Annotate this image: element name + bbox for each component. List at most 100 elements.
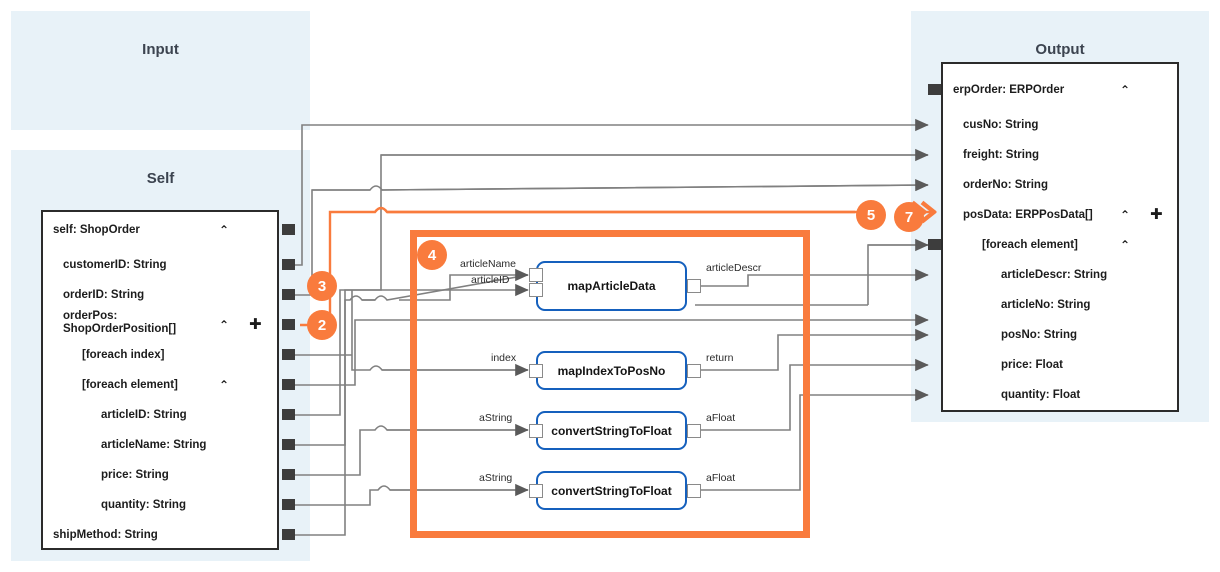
output-port-erporder[interactable] — [928, 84, 941, 95]
tree-row-label: articleDescr: String — [1001, 268, 1108, 281]
tree-row-self-2[interactable]: orderID: String — [41, 280, 279, 310]
tree-row-label: orderPos: ShopOrderPosition[] — [63, 310, 177, 335]
tree-row-label: self: ShopOrder — [53, 223, 140, 236]
pin-label-articledescr: articleDescr — [706, 262, 762, 274]
tree-row-label: orderID: String — [63, 288, 145, 301]
function-name: mapArticleData — [567, 279, 656, 293]
tree-row-output-8[interactable]: posNo: String — [941, 320, 1179, 350]
chevron-up-icon[interactable]: ⌃ — [1120, 238, 1131, 252]
self-port-root[interactable] — [282, 224, 295, 235]
tree-row-label: freight: String — [963, 148, 1040, 161]
tree-row-label: price: Float — [1001, 358, 1063, 371]
chevron-up-icon[interactable]: ⌃ — [219, 223, 230, 237]
tree-row-label: orderNo: String — [963, 178, 1048, 191]
tree-row-label: articleID: String — [101, 408, 187, 421]
function-name: mapIndexToPosNo — [557, 363, 666, 378]
self-port-articlename[interactable] — [282, 439, 295, 450]
pin-label-afloat: aFloat — [706, 472, 736, 484]
tree-row-self-5[interactable]: [foreach element] — [41, 370, 279, 400]
step-badge-3[interactable]: 3 — [307, 271, 337, 301]
tree-row-output-7[interactable]: articleNo: String — [941, 290, 1179, 320]
function-box-convertstringtofloat-2[interactable]: convertStringToFloat — [536, 471, 687, 510]
chevron-up-icon[interactable]: ⌃ — [1120, 83, 1131, 97]
self-port-customerid[interactable] — [282, 259, 295, 270]
foreach-group-box — [410, 230, 810, 538]
self-port-price[interactable] — [282, 469, 295, 480]
input-panel-title: Input — [142, 41, 179, 58]
tree-row-self-10[interactable]: shipMethod: String — [41, 520, 279, 550]
tree-row-output-9[interactable]: price: Float — [941, 350, 1179, 380]
tree-row-self-3[interactable]: orderPos: ShopOrderPosition[] — [41, 303, 279, 343]
tree-row-self-6[interactable]: articleID: String — [41, 400, 279, 430]
tree-row-label: shipMethod: String — [53, 528, 158, 541]
tree-row-label: articleName: String — [101, 438, 207, 451]
tree-row-output-10[interactable]: quantity: Float — [941, 380, 1179, 410]
function-box-mapindextoposno[interactable]: mapIndexToPosNo — [536, 351, 687, 390]
self-tree-box — [41, 210, 279, 550]
add-icon[interactable]: ✚ — [1150, 206, 1163, 223]
self-port-shipmethod[interactable] — [282, 529, 295, 540]
tree-row-self-9[interactable]: quantity: String — [41, 490, 279, 520]
self-port-foreach-element[interactable] — [282, 379, 295, 390]
tree-row-output-1[interactable]: cusNo: String — [941, 110, 1179, 140]
pin-label-afloat: aFloat — [706, 412, 736, 424]
tree-row-output-4[interactable]: posData: ERPPosData[] — [941, 200, 1179, 230]
function-output-pin[interactable] — [687, 364, 701, 378]
output-port-foreach-element[interactable] — [928, 239, 941, 250]
self-port-orderpos[interactable] — [282, 319, 295, 330]
self-port-foreach-index[interactable] — [282, 349, 295, 360]
tree-row-label: customerID: String — [63, 258, 167, 271]
function-name: convertStringToFloat — [551, 483, 672, 498]
chevron-up-icon[interactable]: ⌃ — [219, 378, 230, 392]
tree-row-self-0[interactable]: self: ShopOrder — [41, 215, 279, 245]
function-input-pin[interactable] — [529, 283, 543, 297]
tree-row-self-7[interactable]: articleName: String — [41, 430, 279, 460]
function-box-maparticledata[interactable]: mapArticleData — [536, 261, 687, 311]
tree-row-label: erpOrder: ERPOrder — [953, 83, 1065, 96]
tree-row-self-4[interactable]: [foreach index] — [41, 340, 279, 370]
tree-row-self-8[interactable]: price: String — [41, 460, 279, 490]
tree-row-label: articleNo: String — [1001, 298, 1091, 311]
pin-label-astring: aString — [479, 472, 513, 484]
function-output-pin[interactable] — [687, 279, 701, 293]
chevron-up-icon[interactable]: ⌃ — [219, 318, 230, 332]
function-output-pin[interactable] — [687, 424, 701, 438]
function-input-pin[interactable] — [529, 424, 543, 438]
function-input-pin[interactable] — [529, 484, 543, 498]
self-port-articleid[interactable] — [282, 409, 295, 420]
tree-row-output-2[interactable]: freight: String — [941, 140, 1179, 170]
tree-row-output-0[interactable]: erpOrder: ERPOrder — [941, 75, 1179, 105]
tree-row-label: [foreach element] — [82, 378, 178, 391]
function-input-pin[interactable] — [529, 268, 543, 282]
chevron-up-icon[interactable]: ⌃ — [1120, 208, 1131, 222]
output-panel-title: Output — [1035, 41, 1085, 58]
function-box-convertstringtofloat-1[interactable]: convertStringToFloat — [536, 411, 687, 450]
tree-row-label: cusNo: String — [963, 118, 1039, 131]
step-badge-7[interactable]: 7 — [894, 202, 924, 232]
step-badge-4[interactable]: 4 — [417, 240, 447, 270]
function-input-pin[interactable] — [529, 364, 543, 378]
self-port-quantity[interactable] — [282, 499, 295, 510]
add-icon[interactable]: ✚ — [249, 316, 262, 333]
pin-label-articleid: articleID — [471, 274, 510, 286]
pin-label-articlename: articleName — [460, 258, 517, 270]
step-badge-5[interactable]: 5 — [856, 200, 886, 230]
tree-row-output-6[interactable]: articleDescr: String — [941, 260, 1179, 290]
step-badge-2[interactable]: 2 — [307, 310, 337, 340]
tree-row-label: quantity: String — [101, 498, 186, 511]
self-port-orderid[interactable] — [282, 289, 295, 300]
tree-row-self-1[interactable]: customerID: String — [41, 250, 279, 280]
pin-label-index: index — [491, 352, 517, 364]
tree-row-label: [foreach index] — [82, 348, 165, 361]
pin-label-return: return — [706, 352, 734, 364]
tree-row-label: posNo: String — [1001, 328, 1078, 341]
tree-row-label: [foreach element] — [982, 238, 1078, 251]
tree-row-output-3[interactable]: orderNo: String — [941, 170, 1179, 200]
tree-row-label: quantity: Float — [1001, 388, 1081, 401]
pin-label-astring: aString — [479, 412, 513, 424]
tree-row-output-5[interactable]: [foreach element] — [941, 230, 1179, 260]
output-tree-box — [941, 62, 1179, 412]
function-output-pin[interactable] — [687, 484, 701, 498]
function-name: convertStringToFloat — [551, 423, 672, 438]
